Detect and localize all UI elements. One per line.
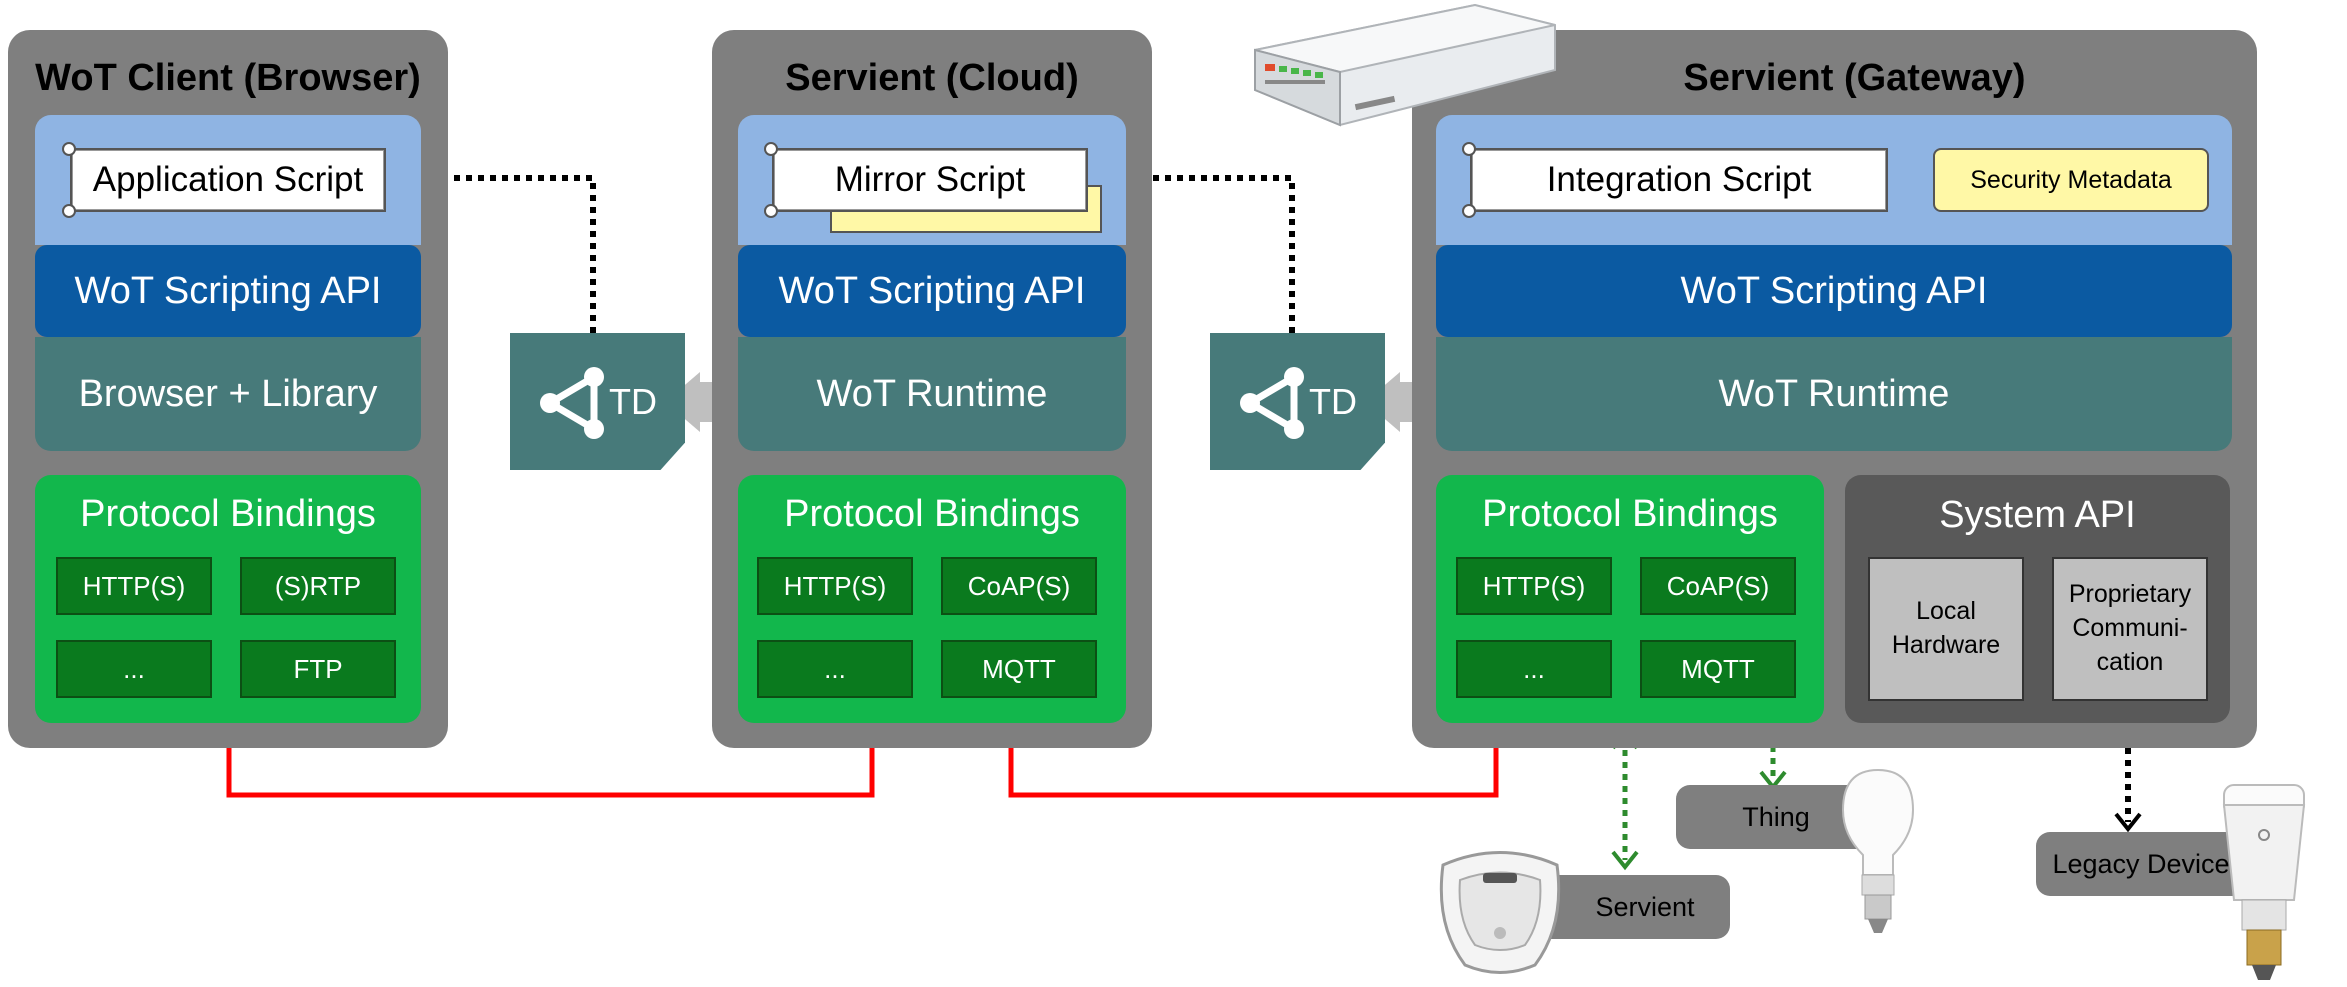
cloud-protocol-1: CoAP(S) xyxy=(941,557,1097,615)
cloud-protocol-0: HTTP(S) xyxy=(757,557,913,615)
td-label: TD xyxy=(1309,380,1357,422)
td-badge-cloud: TD xyxy=(510,333,685,470)
client-protocol-0: HTTP(S) xyxy=(56,557,212,615)
cloud-runtime: WoT Runtime xyxy=(738,337,1126,451)
gateway-bindings-title: Protocol Bindings xyxy=(1482,492,1778,535)
router-device-icon xyxy=(1254,3,1556,127)
td-link-cloud-to-client xyxy=(400,175,596,333)
light-bulb-icon xyxy=(2222,784,2306,980)
light-bulb-icon xyxy=(1841,768,1915,933)
cloud-bindings-title: Protocol Bindings xyxy=(784,492,1080,535)
td-badge-gateway: TD xyxy=(1210,333,1385,470)
cloud-scripting-api: WoT Scripting API xyxy=(738,245,1126,337)
client-protocol-2: ... xyxy=(56,640,212,698)
gateway-scripting-api: WoT Scripting API xyxy=(1436,245,2232,337)
legacy-device-label: Legacy Device xyxy=(2036,832,2246,896)
td-label: TD xyxy=(609,380,657,422)
cloud-protocol-2: ... xyxy=(757,640,913,698)
network-link-cloud-to-gateway xyxy=(1008,722,1499,798)
servient-cloud-title: Servient (Cloud) xyxy=(785,56,1079,99)
gateway-protocol-0: HTTP(S) xyxy=(1456,557,1612,615)
client-bindings-title: Protocol Bindings xyxy=(80,492,376,535)
gateway-protocol-1: CoAP(S) xyxy=(1640,557,1796,615)
cloud-protocol-3: MQTT xyxy=(941,640,1097,698)
local-hardware: Local Hardware xyxy=(1868,557,2024,701)
client-scripting-api: WoT Scripting API xyxy=(35,245,421,337)
client-protocol-3: FTP xyxy=(240,640,396,698)
mirror-script[interactable]: Mirror Script xyxy=(764,142,1088,218)
gateway-protocol-3: MQTT xyxy=(1640,640,1796,698)
system-api-title: System API xyxy=(1939,493,2136,536)
robot-vacuum-icon xyxy=(1439,851,1561,974)
servient-gateway-title: Servient (Gateway) xyxy=(1683,56,2026,99)
network-link-client-to-cloud xyxy=(226,722,875,798)
security-metadata: Security Metadata xyxy=(1933,148,2209,212)
proprietary-communication: Proprietary Communi- cation xyxy=(2052,557,2208,701)
integration-script[interactable]: Integration Script xyxy=(1462,142,1888,218)
wot-client-title: WoT Client (Browser) xyxy=(35,56,421,99)
gateway-protocol-2: ... xyxy=(1456,640,1612,698)
client-protocol-1: (S)RTP xyxy=(240,557,396,615)
gateway-runtime: WoT Runtime xyxy=(1436,337,2232,451)
td-link-gateway-to-cloud xyxy=(1100,175,1295,333)
application-script[interactable]: Application Script xyxy=(62,142,386,218)
share-icon xyxy=(540,367,604,439)
client-runtime: Browser + Library xyxy=(35,337,421,451)
share-icon xyxy=(1240,367,1304,439)
